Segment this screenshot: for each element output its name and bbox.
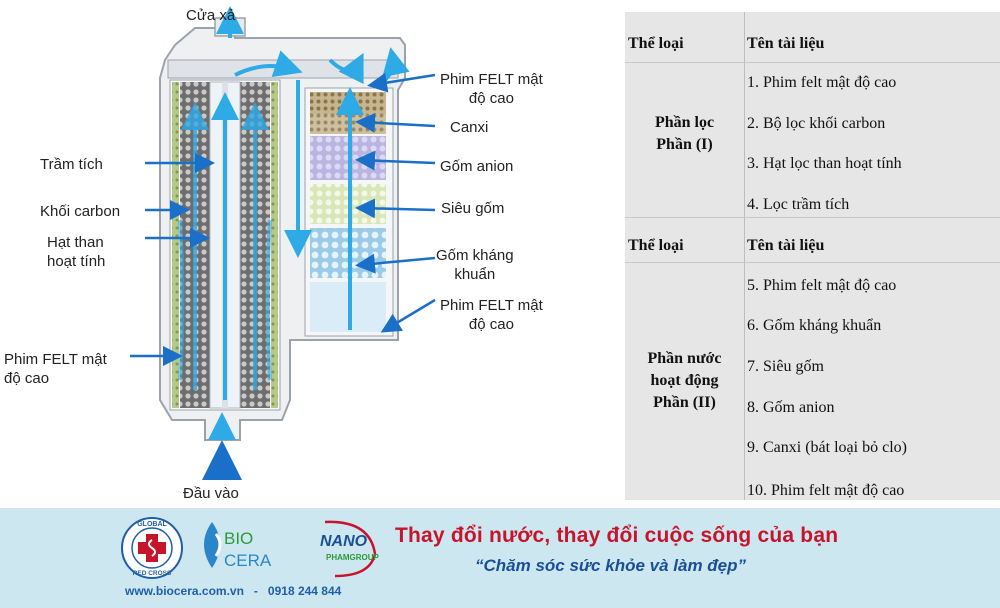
logo3-line2-text: PHAMGROUP <box>326 553 380 562</box>
logo3-line1-text: NANO <box>320 533 368 550</box>
logo1-bottom-text: RED CROSS <box>133 570 172 577</box>
red-cross-logo: GLOBAL RED CROSS <box>121 517 183 579</box>
slogan: Thay đổi nước, thay đổi cuộc sống của bạ… <box>395 524 839 547</box>
table-item-7: 7. Siêu gốm <box>747 358 824 375</box>
group2-category: Phần nước hoạt động Phần (II) <box>647 350 722 411</box>
logo2-line2-text: CERA <box>224 551 272 570</box>
label-anion: Gốm anion <box>440 158 514 175</box>
label-antibacterial: Gốm kháng khuẩn <box>436 247 514 283</box>
materials-table: Thể loại Tên tài liệu Phần lọc Phần (I) … <box>625 12 1000 500</box>
table-header-material-1: Tên tài liệu <box>747 35 825 52</box>
group1-category: Phần lọc Phần (I) <box>654 114 715 153</box>
table-item-6: 6. Gốm kháng khuẩn <box>747 317 882 334</box>
label-carbon-block: Khối carbon <box>40 203 121 220</box>
table-item-2: 2. Bộ lọc khối carbon <box>747 115 886 132</box>
footer-logos: GLOBAL RED CROSS BIO CERA NANO PHAMGROUP <box>121 517 380 579</box>
table-header-category-1: Thể loại <box>628 35 684 52</box>
table-item-10: 10. Phim felt mật độ cao <box>747 482 905 499</box>
logo2-line1-text: BIO <box>224 529 253 548</box>
right-pointer-arrows <box>355 72 436 333</box>
contact-info: www.biocera.com.vn - 0918 244 844 <box>125 584 342 598</box>
tagline: “Chăm sóc sức khỏe và làm đẹp” <box>475 556 747 575</box>
table-header-material-2: Tên tài liệu <box>747 237 825 254</box>
table-item-5: 5. Phim felt mật độ cao <box>747 277 897 294</box>
filter-diagram <box>130 6 436 480</box>
outlet-label: Cửa xả <box>186 7 236 24</box>
label-sediment: Trầm tích <box>40 156 103 173</box>
table-item-8: 8. Gốm anion <box>747 399 835 416</box>
inlet-label: Đầu vào <box>183 485 239 502</box>
left-pointer-arrows <box>130 153 215 366</box>
logo1-top-text: GLOBAL <box>137 521 167 528</box>
label-calcium: Canxi <box>450 119 489 136</box>
label-felt-top: Phim FELT mật độ cao <box>440 71 543 107</box>
biocera-logo: BIO CERA <box>204 522 272 570</box>
nano-pham-logo: NANO PHAMGROUP <box>320 520 380 578</box>
label-activated-carbon: Hạt than hoạt tính <box>47 234 106 270</box>
table-item-1: 1. Phim felt mật độ cao <box>747 74 897 91</box>
table-item-4: 4. Lọc trầm tích <box>747 196 850 213</box>
table-header-category-2: Thể loại <box>628 237 684 254</box>
label-felt-film-left: Phim FELT mật độ cao <box>4 351 107 387</box>
label-felt-bottom: Phim FELT mật độ cao <box>440 297 543 333</box>
table-item-3: 3. Hạt lọc than hoạt tính <box>747 155 902 172</box>
table-item-9: 9. Canxi (bát loại bỏ clo) <box>747 439 907 456</box>
label-super-ceramic: Siêu gốm <box>441 200 505 217</box>
